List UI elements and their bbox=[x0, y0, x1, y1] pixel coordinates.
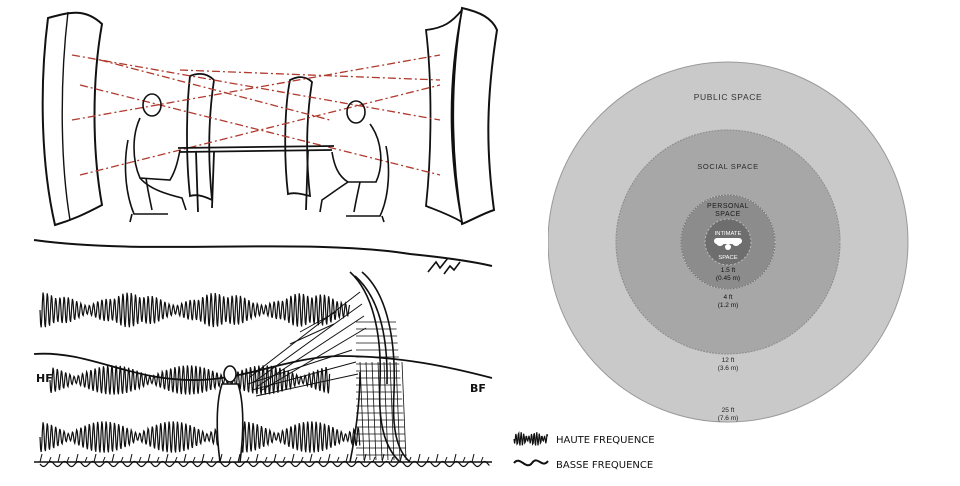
social-distance-metric: (3.6 m) bbox=[718, 365, 739, 372]
intimate-space-label-line1: INTIMATE bbox=[715, 231, 742, 237]
right-curved-panel bbox=[452, 6, 499, 226]
bird-2 bbox=[443, 261, 461, 275]
intimate-distance: 1.5 ft bbox=[721, 267, 736, 274]
legend-low-label: BASSE FREQUENCE bbox=[556, 460, 653, 471]
public-distance-metric: (7.6 m) bbox=[718, 415, 739, 422]
landscape-drawing: HF BF bbox=[33, 239, 493, 468]
tower-grid bbox=[356, 321, 407, 461]
proxemics-drawing: PUBLIC SPACE SOCIAL SPACE PERSONAL SPACE… bbox=[547, 61, 909, 423]
far-hill bbox=[33, 239, 493, 267]
proxemics-diagram: PUBLIC SPACE SOCIAL SPACE PERSONAL SPACE… bbox=[547, 0, 960, 481]
conversation-sketch bbox=[0, 0, 510, 232]
low-frequency-legend-icon bbox=[513, 459, 549, 467]
near-hill bbox=[33, 352, 493, 381]
person-right bbox=[319, 100, 390, 223]
frequency-legend: HAUTE FREQUENCE BASSE FREQUENCE bbox=[512, 425, 692, 477]
person-left bbox=[124, 93, 187, 223]
personal-space-label-line2: SPACE bbox=[715, 211, 741, 218]
grass bbox=[39, 453, 484, 463]
personal-distance-metric: (1.2 m) bbox=[718, 302, 739, 309]
bird-1 bbox=[427, 257, 449, 273]
personal-dotted-ring bbox=[680, 194, 776, 290]
table bbox=[177, 145, 335, 213]
intimate-distance-metric: (0.45 m) bbox=[716, 275, 740, 282]
landscape-sketch: HF BF bbox=[0, 232, 510, 481]
personal-distance: 4 ft bbox=[723, 294, 732, 301]
social-space-label: SOCIAL SPACE bbox=[697, 162, 758, 171]
sightlines bbox=[71, 54, 441, 176]
conversation-sketch-drawing bbox=[41, 6, 499, 227]
high-frequency-legend-icon bbox=[513, 431, 549, 446]
high-frequency-label: HF bbox=[36, 372, 53, 385]
legend-high-label: HAUTE FREQUENCE bbox=[556, 435, 655, 446]
public-space-label: PUBLIC SPACE bbox=[694, 92, 762, 102]
center-panel-left bbox=[186, 73, 215, 202]
frequency-legend-drawing: HAUTE FREQUENCE BASSE FREQUENCE bbox=[513, 431, 655, 471]
public-distance: 25 ft bbox=[722, 407, 735, 414]
intimate-space-label-line2: SPACE bbox=[718, 255, 737, 261]
standing-person bbox=[216, 365, 244, 463]
sound-beams bbox=[247, 291, 367, 397]
social-dotted-ring bbox=[615, 129, 841, 355]
social-distance: 12 ft bbox=[722, 357, 735, 364]
people-icon bbox=[714, 238, 742, 250]
high-frequency-wave-top bbox=[39, 292, 351, 328]
low-frequency-label: BF bbox=[470, 382, 486, 395]
high-frequency-wave-bottom bbox=[39, 421, 361, 453]
low-frequency-wave bbox=[39, 460, 490, 468]
left-curved-panel bbox=[41, 11, 104, 227]
center-panel-right bbox=[284, 76, 313, 198]
personal-space-label-line1: PERSONAL bbox=[707, 203, 749, 210]
